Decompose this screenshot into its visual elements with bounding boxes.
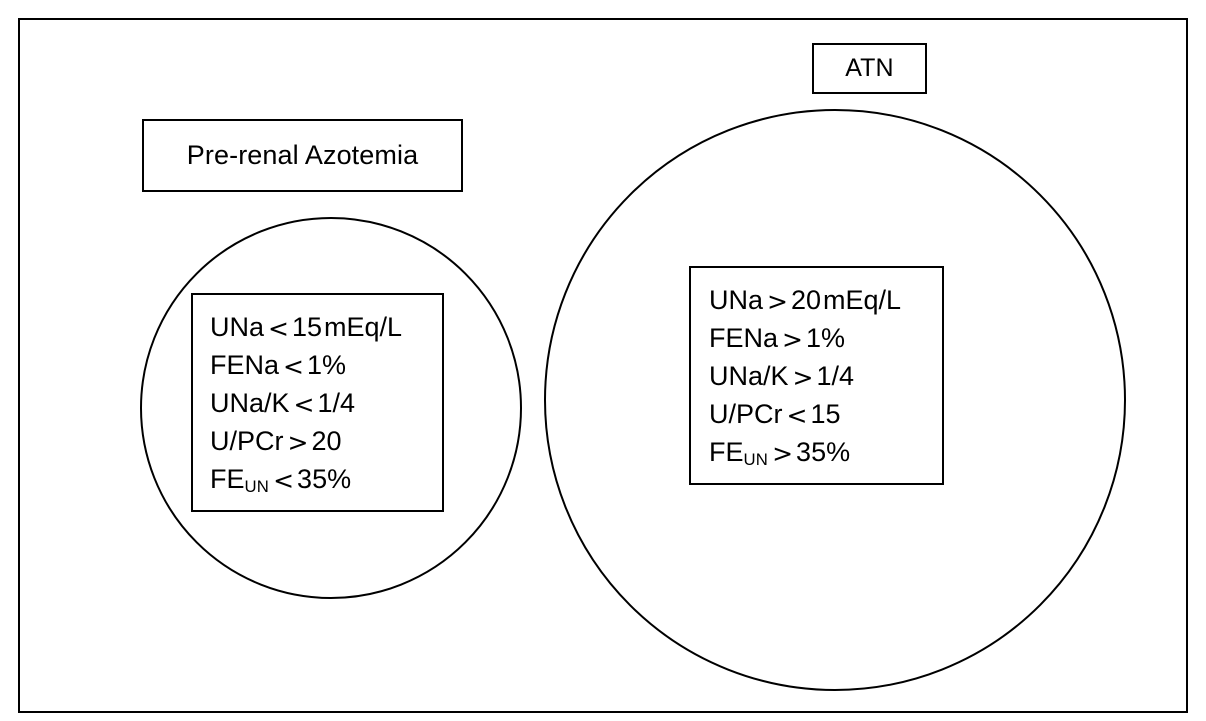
criteria-operator: < (273, 465, 295, 495)
criteria-measure: U/PCr (210, 425, 284, 456)
criteria-line: UNa/K<1/4 (210, 384, 442, 422)
criteria-measure: FENa (709, 322, 779, 353)
criteria-measure: UNa (210, 311, 265, 342)
criteria-operator: < (786, 400, 808, 430)
criteria-value: 1% (306, 349, 347, 380)
criteria-operator: > (287, 427, 309, 457)
criteria-operator: < (293, 389, 315, 419)
criteria-operator: < (283, 351, 304, 381)
criteria-measure: UNa/K (210, 387, 290, 418)
criteria-value: 15 (291, 311, 323, 342)
criteria-operator: < (268, 313, 289, 343)
criteria-measure-subscript: UN (244, 476, 270, 496)
criteria-value: 20 (790, 284, 822, 315)
criteria-operator: > (767, 286, 788, 316)
prerenal-azotemia-label-text: Pre-renal Azotemia (186, 140, 419, 170)
atn-label-text: ATN (845, 54, 894, 82)
criteria-line: UNa<15mEq/L (210, 308, 442, 346)
criteria-operator: > (792, 362, 814, 392)
criteria-measure: FE (709, 436, 744, 467)
criteria-measure: UNa (709, 284, 764, 315)
criteria-line: FEUN>35% (709, 433, 942, 471)
criteria-unit: mEq/L (823, 284, 902, 315)
criteria-value: 1/4 (816, 360, 855, 391)
criteria-measure: UNa/K (709, 360, 789, 391)
criteria-value: 15 (810, 398, 841, 429)
criteria-operator: > (772, 438, 794, 468)
criteria-line: UNa/K>1/4 (709, 357, 942, 395)
criteria-value: 1/4 (317, 387, 356, 418)
criteria-line: FENa<1% (210, 346, 442, 384)
criteria-value: 35% (297, 463, 352, 494)
criteria-line: UNa>20mEq/L (709, 281, 942, 319)
criteria-measure: FE (210, 463, 245, 494)
criteria-unit: mEq/L (324, 311, 403, 342)
criteria-measure-subscript: UN (743, 449, 769, 469)
criteria-measure: FENa (210, 349, 280, 380)
criteria-line: FENa>1% (709, 319, 942, 357)
criteria-line: FEUN<35% (210, 460, 442, 498)
criteria-measure: U/PCr (709, 398, 783, 429)
prerenal-azotemia-label-box: Pre-renal Azotemia (142, 119, 463, 192)
criteria-value: 1% (805, 322, 846, 353)
criteria-value: 20 (311, 425, 342, 456)
atn-label-box: ATN (812, 43, 927, 94)
criteria-line: U/PCr>20 (210, 422, 442, 460)
criteria-line: U/PCr<15 (709, 395, 942, 433)
criteria-value: 35% (796, 436, 851, 467)
criteria-operator: > (782, 324, 803, 354)
